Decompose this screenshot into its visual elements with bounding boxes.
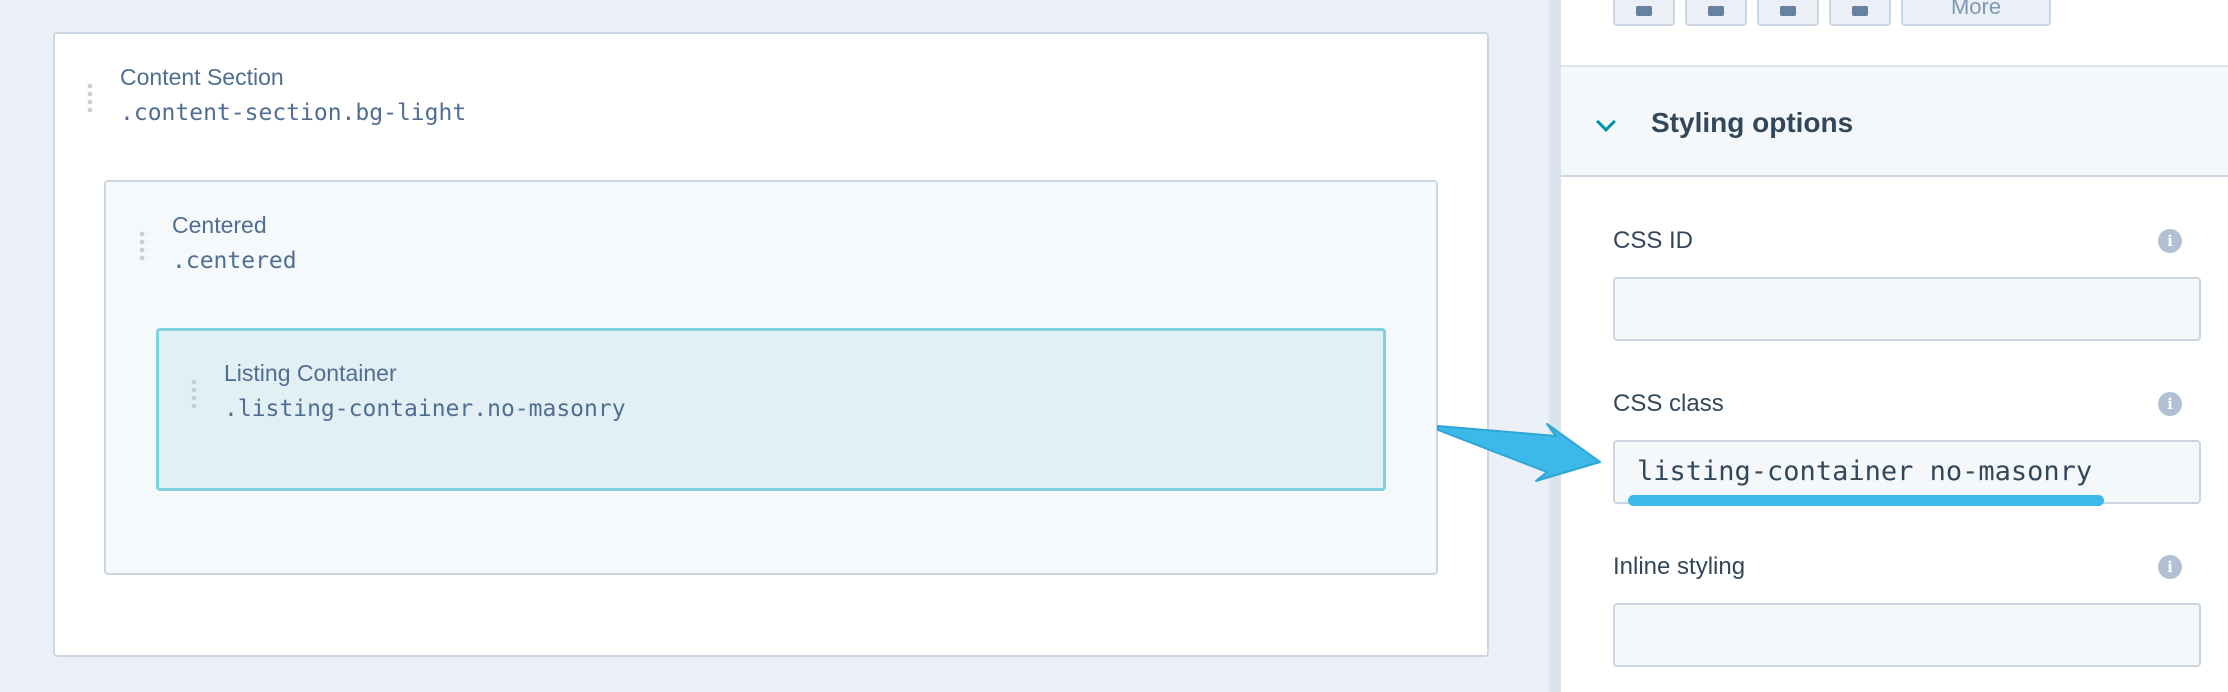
css-id-input[interactable] bbox=[1613, 277, 2201, 341]
panel-toolbar: More bbox=[1561, 0, 2228, 67]
align-icon bbox=[1636, 6, 1652, 16]
styling-options-title: Styling options bbox=[1651, 107, 1854, 138]
centered-selector: .centered bbox=[172, 248, 297, 274]
duplicate-button[interactable] bbox=[1685, 0, 1747, 26]
more-label: More bbox=[1950, 0, 2002, 19]
layout-button[interactable] bbox=[1757, 0, 1819, 26]
drag-handle-icon[interactable] bbox=[138, 230, 148, 260]
listing-container-selector: .listing-container.no-masonry bbox=[224, 396, 626, 422]
styling-options-header[interactable]: Styling options bbox=[1561, 67, 2228, 177]
listing-container-title: Listing Container bbox=[224, 360, 397, 386]
info-icon[interactable]: i bbox=[2158, 392, 2182, 416]
centered-title: Centered bbox=[172, 212, 267, 238]
drag-handle-icon[interactable] bbox=[190, 378, 200, 408]
inline-styling-input[interactable] bbox=[1613, 603, 2201, 667]
align-button[interactable] bbox=[1613, 0, 1675, 26]
css-id-label: CSS ID bbox=[1613, 227, 1694, 254]
css-class-label: CSS class bbox=[1613, 390, 1724, 417]
content-section-title: Content Section bbox=[120, 64, 284, 90]
listing-container-row[interactable] bbox=[156, 328, 1386, 491]
sidebar-panel: More Styling options CSS ID i CSS class … bbox=[1561, 0, 2228, 692]
inline-styling-label: Inline styling bbox=[1613, 553, 1746, 580]
duplicate-icon bbox=[1708, 6, 1724, 16]
chevron-down-icon bbox=[1596, 112, 1616, 132]
info-icon[interactable]: i bbox=[2158, 555, 2182, 579]
delete-icon bbox=[1852, 6, 1868, 16]
drag-handle-icon[interactable] bbox=[86, 82, 96, 112]
styling-options-body: CSS ID i CSS class i listing-container n… bbox=[1561, 177, 2228, 692]
more-button[interactable]: More bbox=[1901, 0, 2051, 26]
layout-icon bbox=[1780, 6, 1796, 16]
delete-button[interactable] bbox=[1829, 0, 1891, 26]
info-icon[interactable]: i bbox=[2158, 229, 2182, 253]
content-section-selector: .content-section.bg-light bbox=[120, 100, 467, 126]
css-class-input[interactable]: listing-container no-masonry bbox=[1613, 440, 2201, 504]
panel-divider[interactable] bbox=[1549, 0, 1561, 692]
